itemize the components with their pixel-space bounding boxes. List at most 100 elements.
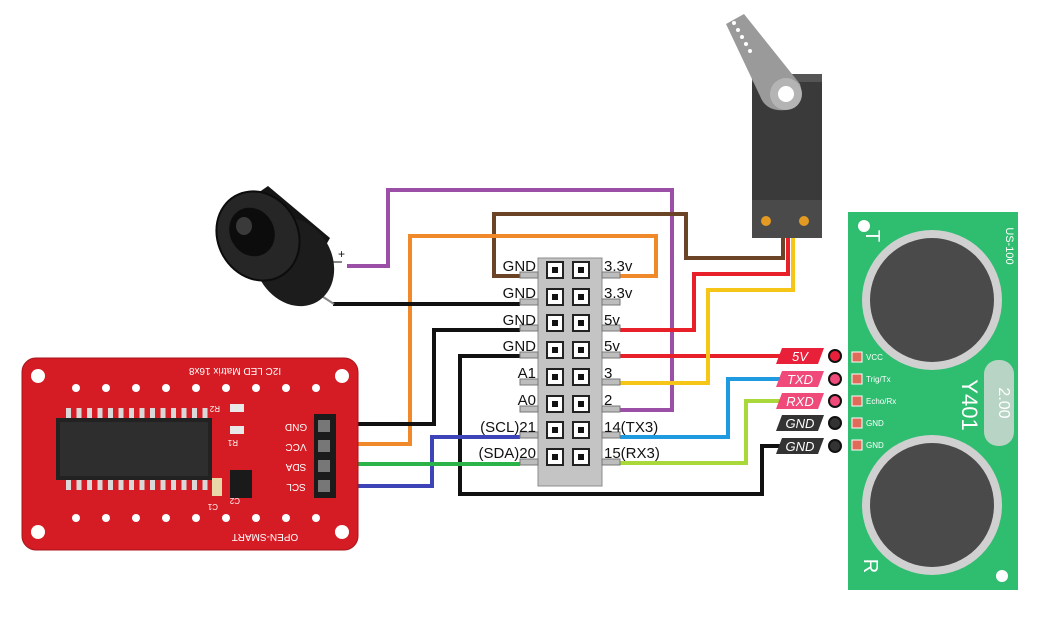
- header-pin-label: GND: [503, 285, 537, 302]
- header-socket-hole: [552, 347, 558, 353]
- header-lead: [519, 378, 539, 386]
- chip-pin: [76, 408, 82, 418]
- pin-header: GND GND GND GND A1 A0 (SCL)21 (SDA)20 3.…: [478, 257, 660, 487]
- us-pads: [851, 351, 863, 451]
- header-pin-label: (SDA)20: [478, 445, 536, 462]
- header-socket-hole: [552, 267, 558, 273]
- wire-red-servo: [620, 236, 790, 332]
- chip-pin: [192, 480, 197, 490]
- ultrasonic-module: 2.00 Y401 US-100 T R VCC Trig/Tx Echo/Rx…: [848, 212, 1018, 590]
- header-lead: [519, 298, 539, 306]
- header-pin-label: 3.3v: [604, 258, 633, 275]
- header-pin-label: 5v: [604, 338, 620, 355]
- tag-rxd: RXD: [786, 394, 813, 409]
- header-lead: [519, 431, 539, 439]
- chip-pin: [97, 408, 103, 418]
- tag-txd: TXD: [787, 372, 813, 387]
- led-pin-label-sda: SDA: [285, 461, 306, 472]
- pcb-hole: [192, 384, 200, 392]
- header-pin-label: 15(RX3): [604, 445, 660, 462]
- chip-pin: [66, 408, 71, 418]
- header-socket-hole: [578, 454, 584, 460]
- pcb-label-c2: C2: [229, 496, 240, 505]
- wire-blue: [620, 377, 780, 439]
- header-lead: [601, 405, 621, 413]
- wire-orange: [335, 234, 658, 446]
- chip-pin: [139, 480, 145, 490]
- header-lead: [601, 298, 621, 306]
- pcb-holes: [72, 384, 320, 522]
- header-socket-hole: [552, 294, 558, 300]
- header-lead: [601, 458, 621, 466]
- led-pin-label-gnd: GND: [285, 421, 307, 432]
- pcb-hole: [132, 384, 140, 392]
- chip-pin: [97, 480, 103, 490]
- chip-pin: [108, 408, 113, 418]
- tag-5v: 5V: [792, 349, 809, 364]
- header-lead: [519, 271, 539, 279]
- pcb-hole: [132, 514, 140, 522]
- us-model-top: US-100: [1003, 227, 1015, 264]
- pcb-hole: [102, 384, 110, 392]
- header-lead: [601, 431, 621, 439]
- header-pin-label: 5v: [604, 312, 620, 329]
- pcb-label-r2: R2: [209, 404, 220, 413]
- header-pin-label: GND: [503, 338, 537, 355]
- chip-pin: [171, 480, 176, 490]
- header-lead: [519, 458, 539, 466]
- wires: [333, 188, 795, 496]
- header-pin-label: GND: [503, 312, 537, 329]
- pcb-hole: [102, 514, 110, 522]
- pcb-hole: [282, 514, 290, 522]
- led-matrix-title: I2C LED Matrix 16x8: [188, 365, 281, 376]
- wire-black-us: [458, 354, 790, 496]
- pcb-label-r1: R1: [227, 438, 238, 447]
- chip-pin: [87, 408, 92, 418]
- pcb-hole: [252, 384, 260, 392]
- header-labels-left: GND GND GND GND A1 A0 (SCL)21 (SDA)20: [478, 258, 536, 462]
- chip-pin: [181, 480, 187, 490]
- us-model-side: Y401: [957, 379, 982, 430]
- wire-black-led: [335, 328, 520, 426]
- chip-pin: [66, 480, 71, 490]
- wire-lime: [620, 399, 780, 465]
- pcb-hole: [72, 384, 80, 392]
- header-pin-label: 14(TX3): [604, 419, 658, 436]
- chip-pin: [118, 408, 124, 418]
- chip-pin: [129, 408, 134, 418]
- header-socket-hole: [578, 320, 584, 326]
- pcb-hole: [162, 384, 170, 392]
- header-socket-hole: [578, 427, 584, 433]
- led-matrix-module: I2C LED Matrix 16x8 OPEN-SMART R2 R1 C1 …: [21, 357, 359, 551]
- header-socket-hole: [552, 374, 558, 380]
- signal-tags: 5V TXD RXD GND GND: [776, 348, 842, 454]
- header-socket-hole: [578, 294, 584, 300]
- header-lead: [519, 351, 539, 359]
- chip-pin: [202, 480, 208, 490]
- chip-pin: [150, 480, 155, 490]
- us-r-label: R: [859, 559, 881, 573]
- header-lead: [601, 324, 621, 332]
- header-labels-right: 3.3v 3.3v 5v 5v 3 2 14(TX3) 15(RX3): [604, 258, 660, 462]
- header-socket-hole: [578, 374, 584, 380]
- header-socket-hole: [578, 347, 584, 353]
- buzzer: +: [215, 186, 345, 307]
- led-matrix-brand: OPEN-SMART: [232, 531, 299, 542]
- header-socket-hole: [578, 401, 584, 407]
- header-pin-label: (SCL)21: [480, 419, 536, 436]
- us-pin-label: Echo/Rx: [866, 397, 896, 406]
- header-socket-hole: [552, 401, 558, 407]
- wire-purple: [347, 188, 674, 412]
- header-lead: [601, 271, 621, 279]
- header-socket-hole: [578, 267, 584, 273]
- header-pin-label: A1: [518, 365, 536, 382]
- chip-pin: [139, 408, 145, 418]
- pcb-hole: [192, 514, 200, 522]
- chip-pin: [129, 480, 134, 490]
- header-lead: [519, 405, 539, 413]
- wire-brown: [492, 212, 785, 278]
- chip-pin: [87, 480, 92, 490]
- chip-pin: [118, 480, 124, 490]
